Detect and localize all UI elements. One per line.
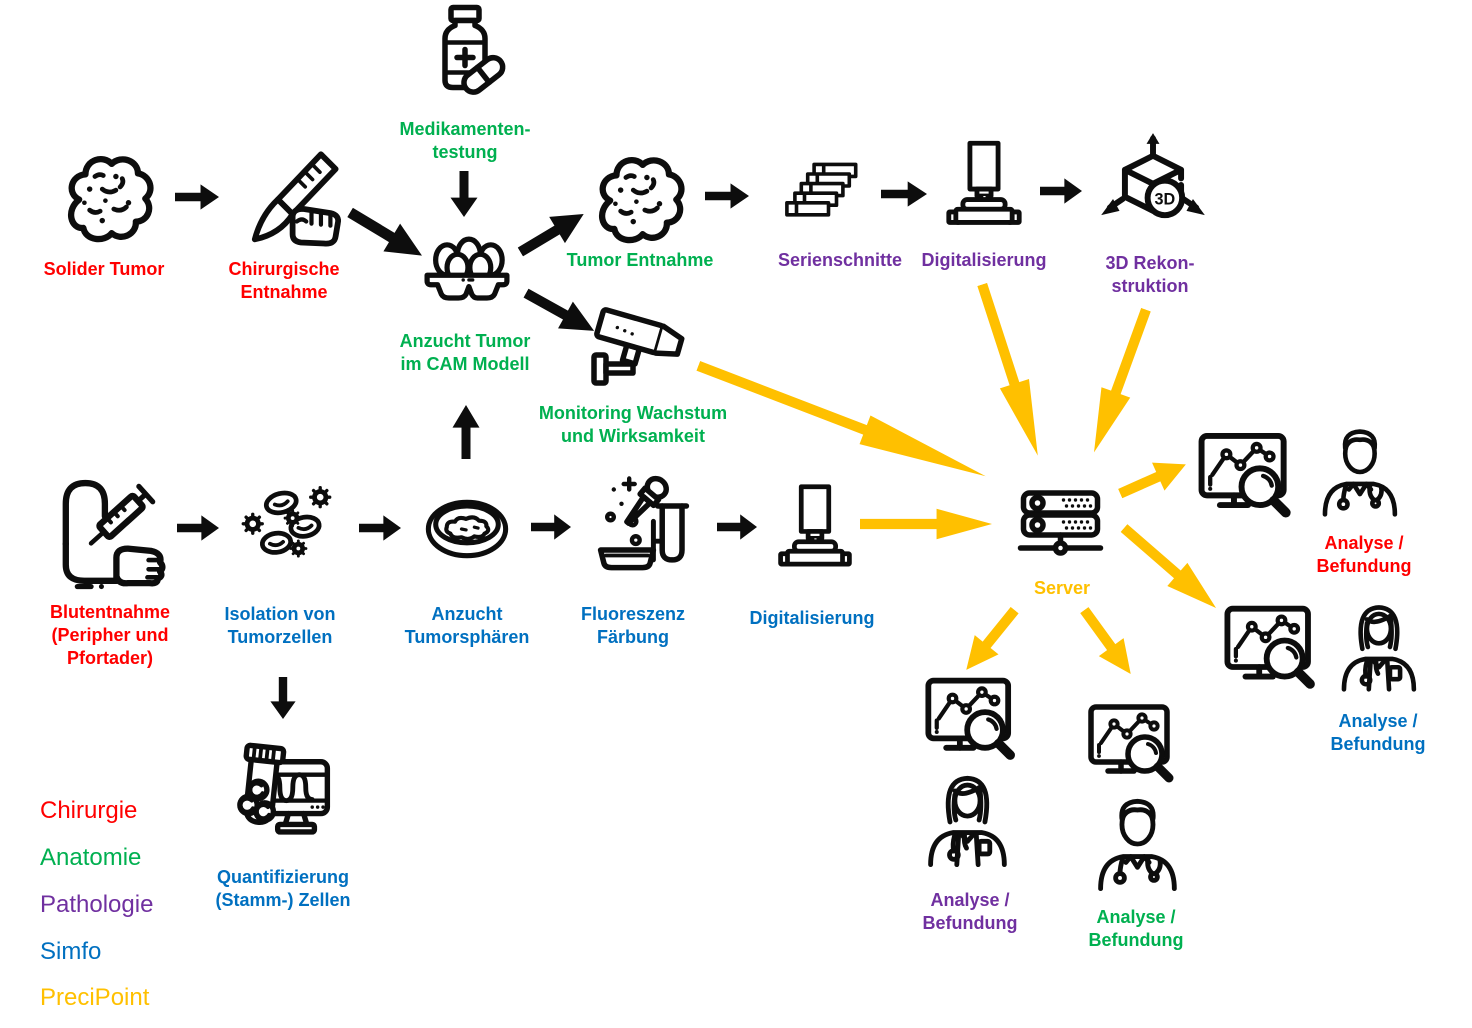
data-arrow xyxy=(692,350,992,492)
label-serienschnitte: Serienschnitte xyxy=(777,250,903,270)
tube-monitor-icon xyxy=(228,738,336,846)
flow-arrow xyxy=(717,513,757,541)
flow-arrow xyxy=(518,278,603,346)
flow-arrow xyxy=(531,513,571,541)
label-analyse-simfo: Analyse / Befundung xyxy=(1330,711,1426,754)
label-analyse-pathologie: Analyse / Befundung xyxy=(922,890,1018,933)
data-arrow xyxy=(966,279,1054,461)
legend-item-simfo: Simfo xyxy=(40,938,102,965)
data-arrow xyxy=(1071,600,1145,684)
label-blutentnahme: Blutentnahme (Peripher und Pfortader) xyxy=(49,602,171,668)
label-anzucht-tumorsphaeren: Anzucht Tumorsphären xyxy=(404,604,530,647)
label-digitalisierung-pathologie: Digitalisierung xyxy=(921,250,1047,270)
label-3d-rekonstruktion: 3D Rekon- struktion xyxy=(1105,253,1195,296)
blood-draw-icon xyxy=(52,475,167,590)
label-analyse-anatomie: Analyse / Befundung xyxy=(1088,907,1184,950)
label-solider-tumor: Solider Tumor xyxy=(43,259,165,279)
monitor-magnifier-icon xyxy=(1083,695,1185,795)
label-digitalisierung-simfo: Digitalisierung xyxy=(749,608,875,628)
label-chirurgische-entnahme: Chirurgische Entnahme xyxy=(228,259,340,302)
label-tumor-entnahme: Tumor Entnahme xyxy=(566,250,714,270)
slide-scanner-icon xyxy=(772,472,858,584)
flow-arrow xyxy=(1040,177,1082,205)
doctor-female-icon xyxy=(1332,592,1424,702)
legend-item-anatomie: Anatomie xyxy=(40,844,142,871)
flow-arrow xyxy=(341,197,432,271)
flow-arrow xyxy=(175,183,219,211)
server-icon xyxy=(1008,472,1113,572)
flow-arrow xyxy=(177,514,219,542)
data-arrow xyxy=(1078,304,1162,458)
legend-item-precipoint: PreciPoint xyxy=(40,984,150,1011)
scalpel-hand-icon xyxy=(238,148,343,253)
label-analyse-chirurgie: Analyse / Befundung xyxy=(1316,533,1412,576)
label-anzucht-cam: Anzucht Tumor im CAM Modell xyxy=(399,331,531,374)
label-isolation: Isolation von Tumorzellen xyxy=(224,604,336,647)
cube-3d-icon xyxy=(1098,132,1208,240)
doctor-male-icon xyxy=(1313,420,1405,524)
monitor-magnifier-icon xyxy=(1192,423,1304,531)
slide-scanner-icon xyxy=(940,128,1028,243)
flow-arrow xyxy=(881,180,927,208)
data-arrow xyxy=(1113,449,1193,509)
flow-arrow xyxy=(269,677,297,719)
label-fluoreszenz: Fluoreszenz Färbung xyxy=(580,604,686,647)
cells-icon xyxy=(230,482,342,577)
doctor-female-icon xyxy=(918,766,1015,874)
flow-arrow xyxy=(359,514,401,542)
doctor-male-icon xyxy=(1088,791,1185,897)
flow-arrow xyxy=(449,171,479,217)
flow-arrow xyxy=(451,405,481,459)
legend-item-chirurgie: Chirurgie xyxy=(40,797,138,824)
dropper-testtube-icon xyxy=(583,473,693,583)
label-server: Server xyxy=(1033,578,1091,598)
serial-sections-icon xyxy=(768,158,873,238)
tumor-icon xyxy=(55,145,160,250)
egg-carton-icon xyxy=(412,222,522,317)
data-arrow xyxy=(1113,515,1227,621)
data-arrow xyxy=(860,507,992,541)
monitor-magnifier-icon xyxy=(1218,596,1328,702)
legend-item-pathologie: Pathologie xyxy=(40,891,154,918)
label-quantifizierung: Quantifizierung (Stamm-) Zellen xyxy=(215,867,351,910)
label-monitoring: Monitoring Wachstum und Wirksamkeit xyxy=(538,403,728,446)
flow-arrow xyxy=(705,182,749,210)
medicine-bottle-icon xyxy=(415,2,515,107)
petri-dish-icon xyxy=(412,483,522,575)
tumor-icon xyxy=(586,146,691,251)
label-medikamententestung: Medikamenten- testung xyxy=(399,119,531,162)
monitor-magnifier-icon xyxy=(920,668,1027,773)
